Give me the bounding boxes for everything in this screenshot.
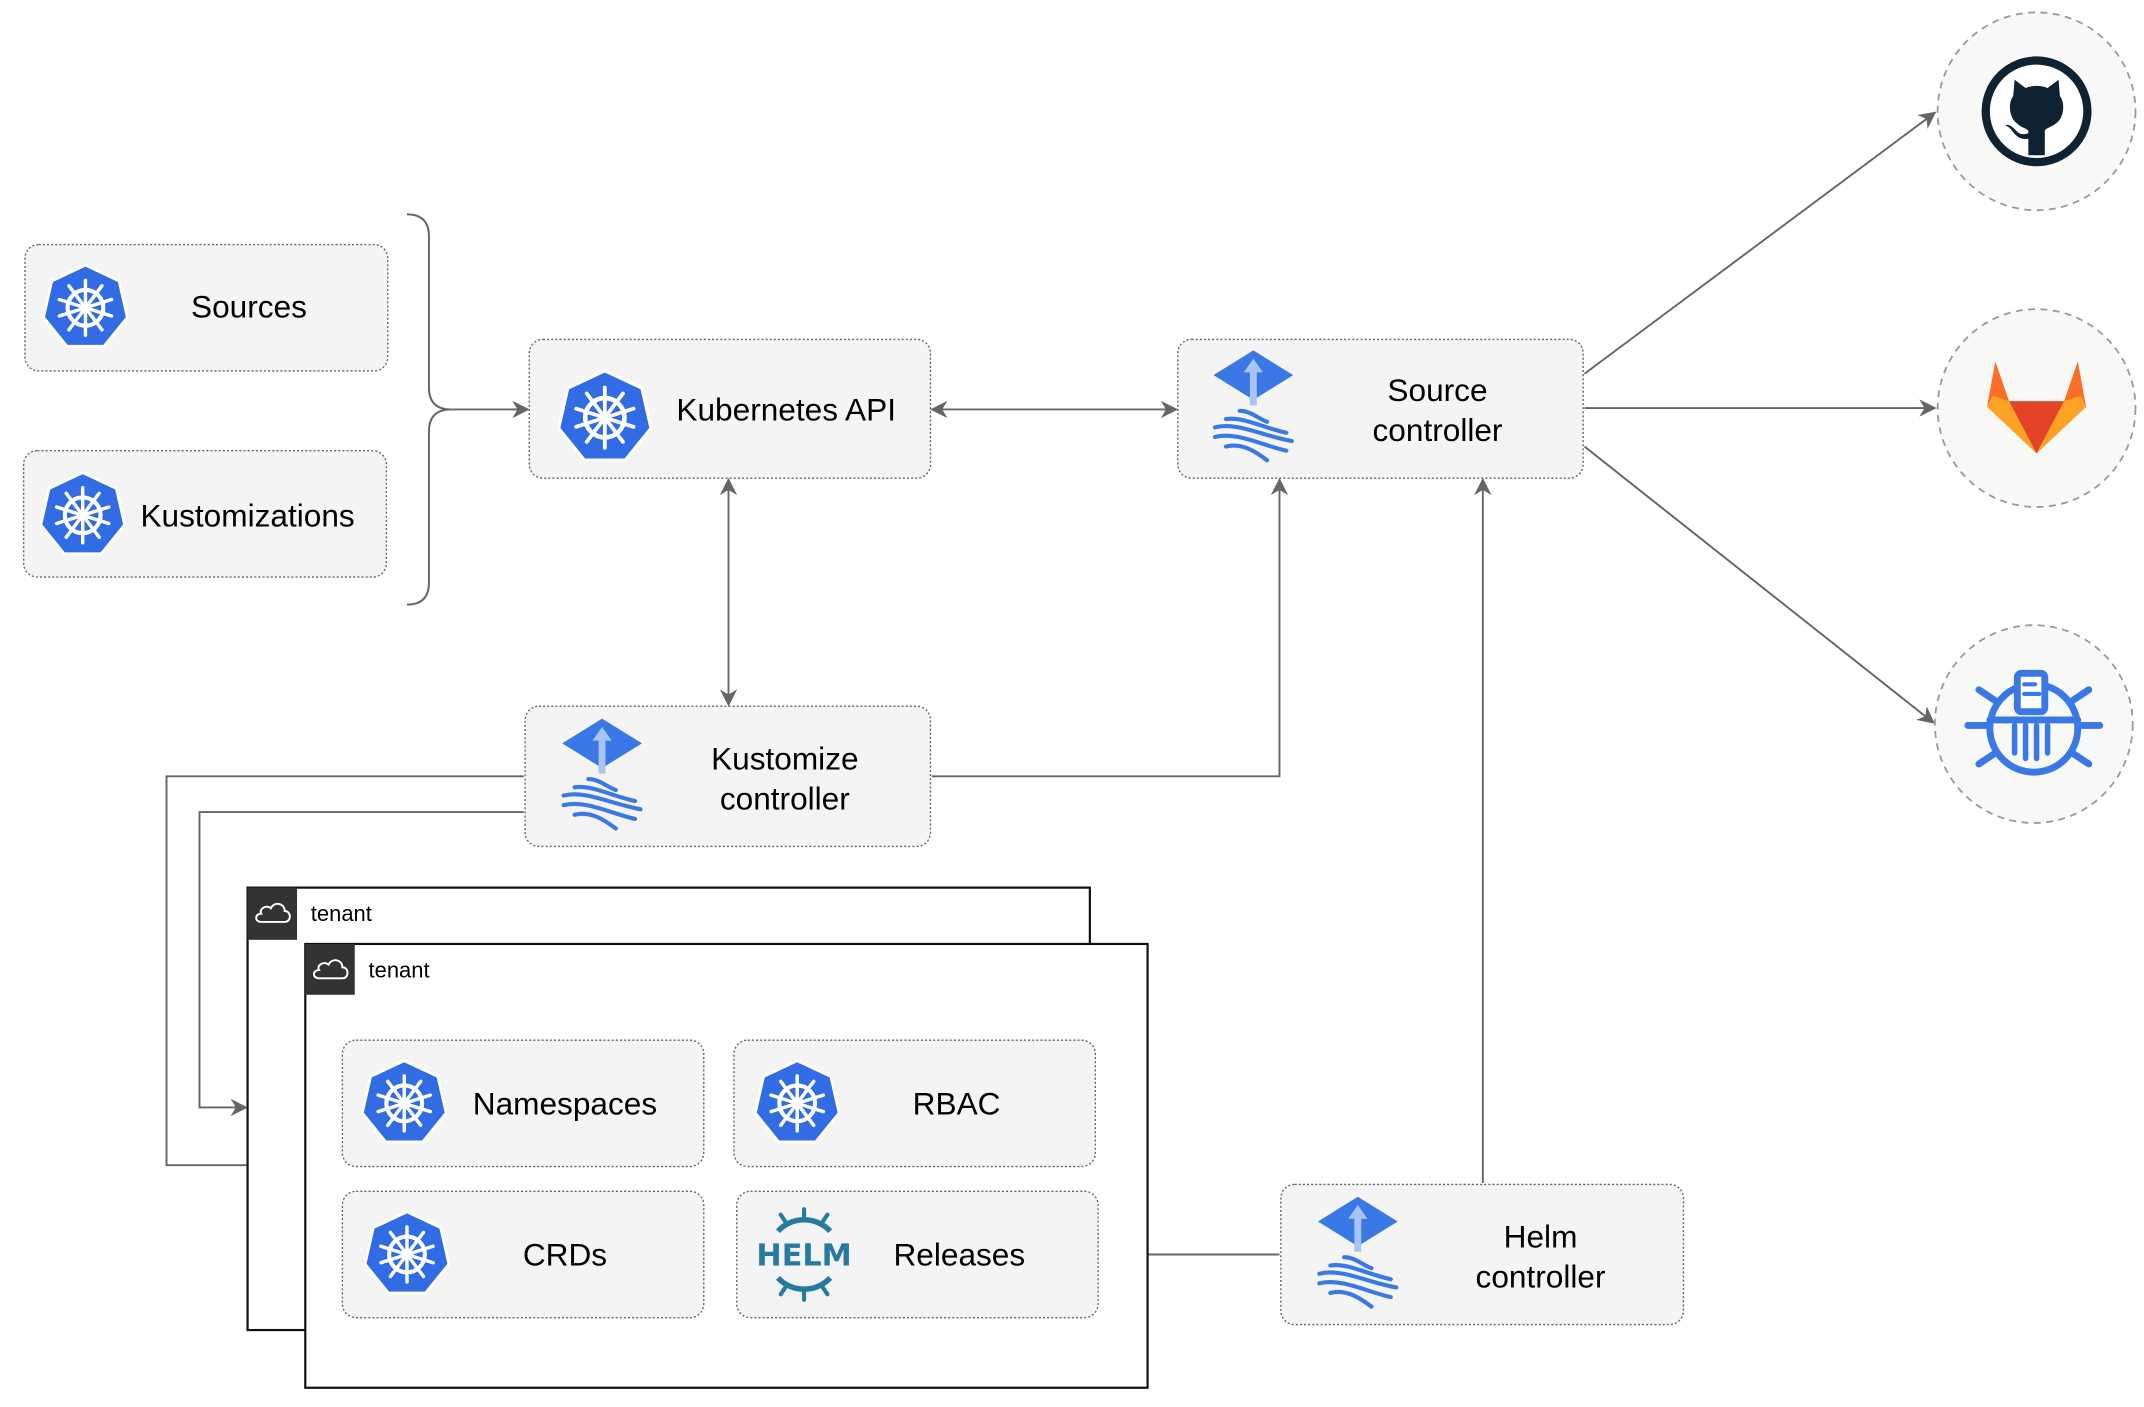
source-controller-label-1: Source	[1387, 372, 1487, 408]
bucket-node[interactable]	[1933, 624, 2134, 824]
namespaces-node[interactable]: Namespaces	[341, 1039, 705, 1168]
source-controller-label-2: controller	[1373, 412, 1503, 448]
edge-kustomize-to-tenant-back	[198, 811, 524, 1117]
edge-kustomize-to-source	[931, 477, 1289, 778]
sources-label: Sources	[191, 288, 307, 324]
github-icon	[1981, 56, 2092, 167]
crds-label: CRDs	[523, 1236, 607, 1272]
helm-controller-label-2: controller	[1476, 1258, 1606, 1294]
helm-controller-label-1: Helm	[1504, 1219, 1578, 1255]
helm-icon: HELM	[756, 1207, 852, 1302]
crds-node[interactable]: CRDs	[341, 1190, 705, 1319]
bucket-icon	[1964, 669, 2104, 776]
rbac-label: RBAC	[913, 1085, 1001, 1121]
kustomizations-label: Kustomizations	[140, 497, 354, 533]
helm-logo-text: HELM	[756, 1238, 851, 1273]
rbac-node[interactable]: RBAC	[733, 1039, 1097, 1168]
releases-node[interactable]: HELM Releases	[736, 1190, 1099, 1319]
namespaces-label: Namespaces	[473, 1085, 657, 1121]
gitlab-node[interactable]	[1936, 308, 2137, 508]
source-controller-node[interactable]: Source controller	[1177, 338, 1584, 479]
kustomizations-node[interactable]: Kustomizations	[22, 449, 388, 578]
releases-label: Releases	[893, 1236, 1025, 1272]
kustomize-controller-label-1: Kustomize	[711, 740, 858, 776]
tenant-label: tenant	[369, 958, 430, 983]
edge-source-to-bucket	[1583, 445, 1935, 724]
sources-node[interactable]: Sources	[24, 243, 389, 372]
tenant-label: tenant	[311, 901, 372, 926]
input-brace	[406, 213, 451, 606]
edge-source-to-github	[1583, 111, 1937, 375]
kubernetes-api-node[interactable]: Kubernetes API	[528, 338, 932, 479]
gitlab-icon	[1987, 361, 2087, 454]
github-node[interactable]	[1936, 11, 2137, 212]
kubernetes-api-label: Kubernetes API	[676, 391, 896, 427]
edges	[165, 111, 1937, 1264]
kustomize-controller-label-2: controller	[720, 780, 850, 816]
edge-kustomize-to-tenant-front	[165, 775, 524, 1174]
helm-controller-node[interactable]: Helm controller	[1280, 1183, 1685, 1326]
kustomize-controller-node[interactable]: Kustomize controller	[524, 705, 932, 848]
